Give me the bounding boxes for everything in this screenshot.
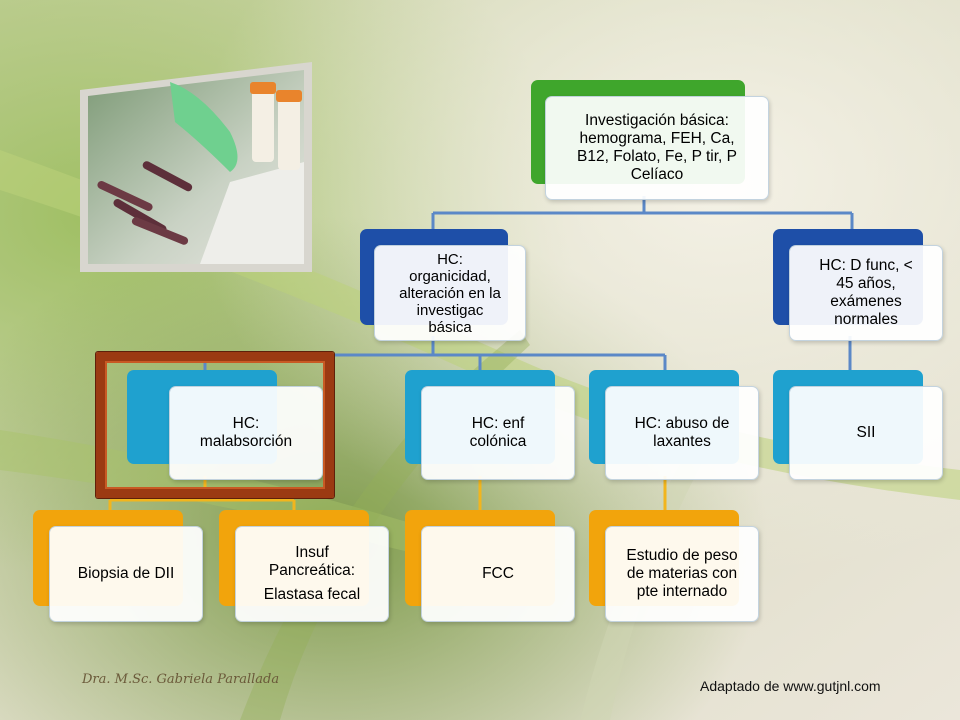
root-line-3: B12, Folato, Fe, P tir, P [577, 148, 737, 165]
abuso-line-1: HC: abuso de [634, 415, 730, 432]
node-hc-malabsorcion: HC: malabsorción [127, 370, 323, 480]
dfunc-line-4: normales [834, 311, 898, 328]
node-hc-dfunc: HC: D func, < 45 años, exámenes normales [773, 229, 943, 341]
estudio-line-2: de materias con [626, 565, 738, 582]
organicidad-line-3: alteración en la [399, 284, 501, 302]
biopsia-line-1: Biopsia de DII [77, 565, 175, 582]
node-root: Investigación básica: hemograma, FEH, Ca… [531, 80, 769, 200]
organicidad-line-5: básica [428, 318, 472, 336]
estudio-line-3: pte internado [636, 583, 728, 600]
node-fcc: FCC [405, 510, 575, 622]
node-hc-organicidad: HC: organicidad, alteración en la invest… [360, 229, 526, 341]
malabsorcion-line-2: malabsorción [199, 433, 293, 450]
lab-samples-photo [80, 62, 312, 272]
node-insuf-pancreatica: Insuf Pancreática: Elastasa fecal [219, 510, 389, 622]
estudio-line-1: Estudio de peso [626, 547, 738, 564]
source-credit: Adaptado de www.gutjnl.com [700, 678, 881, 694]
dfunc-line-3: exámenes [830, 293, 902, 310]
dfunc-line-1: HC: D func, < [819, 257, 913, 274]
enf-colonica-line-1: HC: enf [471, 415, 525, 432]
abuso-line-2: laxantes [653, 433, 711, 450]
fcc-line-1: FCC [482, 565, 514, 582]
organicidad-line-4: investigac [416, 301, 484, 319]
root-line-1: Investigación básica: [585, 112, 729, 129]
node-hc-enf-colonica: HC: enf colónica [405, 370, 575, 480]
root-line-4: Celíaco [630, 166, 684, 183]
root-line-2: hemograma, FEH, Ca, [579, 130, 735, 147]
dfunc-line-2: 45 años, [836, 275, 896, 292]
node-estudio-peso: Estudio de peso de materias con pte inte… [589, 510, 759, 622]
organicidad-line-1: HC: [437, 250, 463, 268]
highlight-frame [96, 352, 334, 498]
node-hc-abuso-laxantes: HC: abuso de laxantes [589, 370, 759, 480]
node-biopsia: Biopsia de DII [33, 510, 203, 622]
node-sii: SII [773, 370, 943, 480]
malabsorcion-line-1: HC: [232, 415, 260, 432]
insuf-line-2: Pancreática: [268, 562, 356, 579]
enf-colonica-line-2: colónica [469, 433, 527, 450]
insuf-line-1: Insuf [295, 544, 329, 561]
insuf-line-3: Elastasa fecal [263, 586, 361, 603]
organicidad-line-2: organicidad, [409, 267, 491, 285]
sii-line-1: SII [856, 424, 876, 441]
author-credit: Dra. M.Sc. Gabriela Parallada [82, 672, 280, 687]
